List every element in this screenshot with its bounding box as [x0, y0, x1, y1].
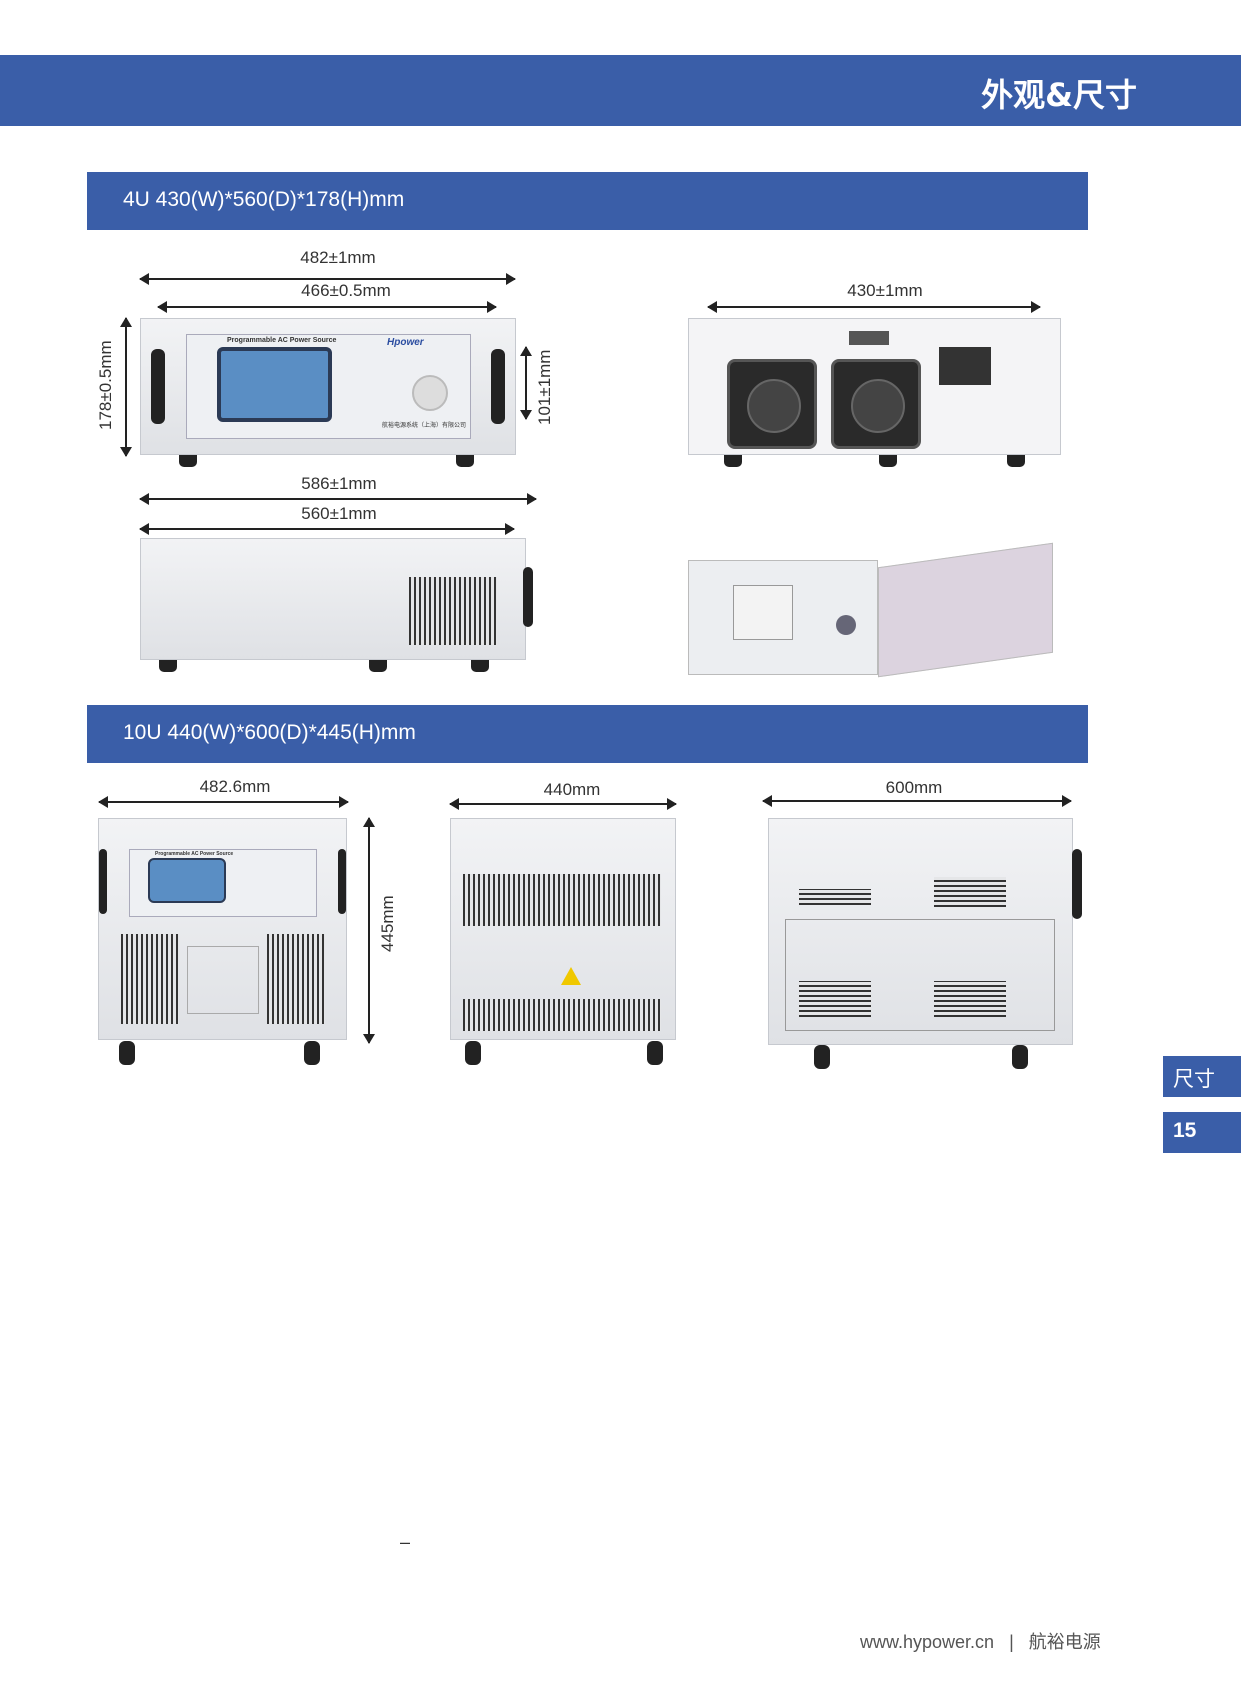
dim-10u-height: 445mm — [378, 895, 397, 952]
device-10u-front: Programmable AC Power Source — [98, 818, 347, 1065]
footer-url[interactable]: www.hypower.cn — [860, 1632, 995, 1652]
device-10u-side — [768, 818, 1082, 1069]
dim-arrow — [520, 346, 532, 420]
side-tab-page-number: 15 — [1163, 1112, 1241, 1153]
side-tab-section[interactable]: 尺寸 — [1163, 1056, 1241, 1097]
company-name: 航裕电源系统（上海）有限公司 — [382, 423, 467, 429]
dash-mark: – — [400, 1532, 411, 1552]
dim-height: 178±0.5mm — [96, 340, 115, 430]
dim-rear-width: 430±1mm — [847, 281, 923, 300]
section-banner-10u: 10U 440(W)*600(D)*445(H)mm — [87, 705, 1088, 763]
section-title: 4U 430(W)*560(D)*178(H)mm — [123, 188, 405, 211]
dim-arrow — [139, 493, 537, 505]
dim-arrow — [98, 796, 349, 808]
device-4u-side — [140, 538, 533, 672]
dim-outer-width: 482±1mm — [300, 248, 376, 267]
dim-depth-total: 586±1mm — [301, 474, 377, 493]
dim-handle-height: 101±1mm — [535, 349, 554, 425]
dim-inner-width: 466±0.5mm — [301, 281, 391, 300]
footer: www.hypower.cn | 航裕电源 — [860, 1628, 1101, 1654]
device-4u-front: Programmable AC Power Source Hpower 航裕电源… — [140, 318, 516, 467]
panel-title: Programmable AC Power Source — [155, 851, 234, 857]
footer-separator: | — [1009, 1632, 1014, 1652]
dim-arrow — [139, 273, 516, 285]
dim-depth: 560±1mm — [301, 504, 377, 523]
dim-front-width: 482.6mm — [199, 777, 271, 796]
panel-title: Programmable AC Power Source — [227, 337, 337, 344]
device-4u-rear — [688, 318, 1061, 467]
dim-arrow — [363, 817, 375, 1044]
dim-arrow — [157, 301, 497, 313]
dim-10u-depth: 600mm — [885, 778, 943, 797]
dim-10u-rear-width: 440mm — [543, 780, 601, 799]
device-4u-isometric — [688, 530, 1065, 680]
page-header: 外观&尺寸 — [0, 55, 1241, 126]
dim-arrow — [120, 317, 132, 457]
dim-arrow — [449, 798, 677, 810]
footer-brand: 航裕电源 — [1028, 1632, 1101, 1652]
dim-arrow — [707, 301, 1041, 313]
dim-arrow — [762, 795, 1072, 807]
dim-arrow — [139, 523, 515, 535]
device-10u-rear — [450, 818, 676, 1065]
section-banner-4u: 4U 430(W)*560(D)*178(H)mm — [87, 172, 1088, 230]
page-title: 外观&尺寸 — [981, 76, 1137, 114]
brand-logo: Hpower — [387, 337, 424, 348]
section-title: 10U 440(W)*600(D)*445(H)mm — [123, 721, 416, 744]
